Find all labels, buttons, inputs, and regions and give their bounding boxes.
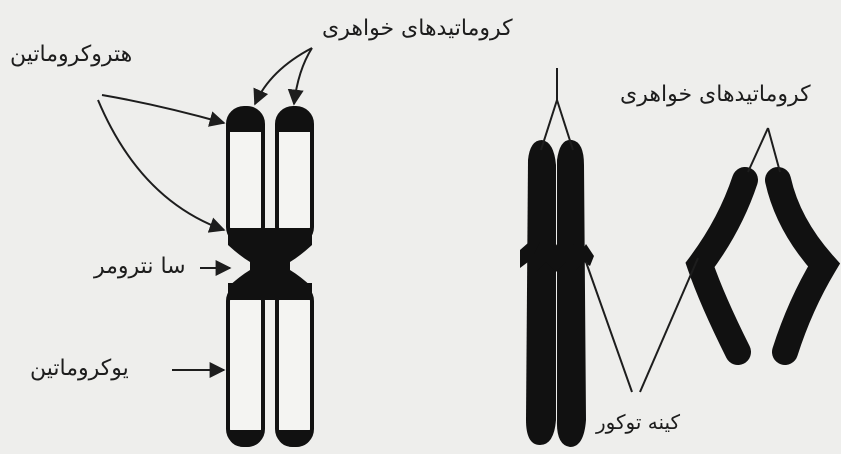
heterochromatin-tip-lower-left <box>228 430 263 447</box>
heterochromatin-tip-lower-right <box>277 430 312 447</box>
label-centromere: سا نترومر <box>94 256 186 278</box>
label-sister-chromatids-left: کروماتیدهای خواهری <box>322 18 513 40</box>
arrow-sister-chromatid-left <box>255 48 312 104</box>
dark-chromatid-right <box>557 140 586 447</box>
line-right-sister-right <box>768 128 780 172</box>
splayed-chromatid-right <box>778 180 824 352</box>
schematic-chromosome <box>228 108 312 447</box>
label-kinetochore: کینه توکور <box>596 412 680 432</box>
label-sister-chromatids-right: کروماتیدهای خواهری <box>620 84 811 106</box>
dark-chromatid-left <box>526 140 556 445</box>
splayed-chromatids <box>700 180 824 352</box>
line-kinetochore-mid <box>586 262 632 392</box>
centromere-band-upper <box>228 228 312 245</box>
arrow-heterochromatin-to-tip <box>102 95 224 123</box>
label-euchromatin: یوکروماتین <box>30 358 129 380</box>
line-kinetochore-right <box>640 258 698 392</box>
label-heterochromatin: هتروکروماتین <box>10 44 132 66</box>
centromere-band-lower <box>228 283 312 300</box>
line-right-sister-left <box>748 128 768 172</box>
splayed-chromatid-left <box>700 180 745 352</box>
line-mid-sister-left <box>541 100 557 150</box>
chromatid-lower-right <box>277 285 312 445</box>
dark-chromosome <box>520 140 594 447</box>
arrow-heterochromatin-to-centromere <box>98 100 224 230</box>
chromatid-lower-left <box>228 285 263 445</box>
